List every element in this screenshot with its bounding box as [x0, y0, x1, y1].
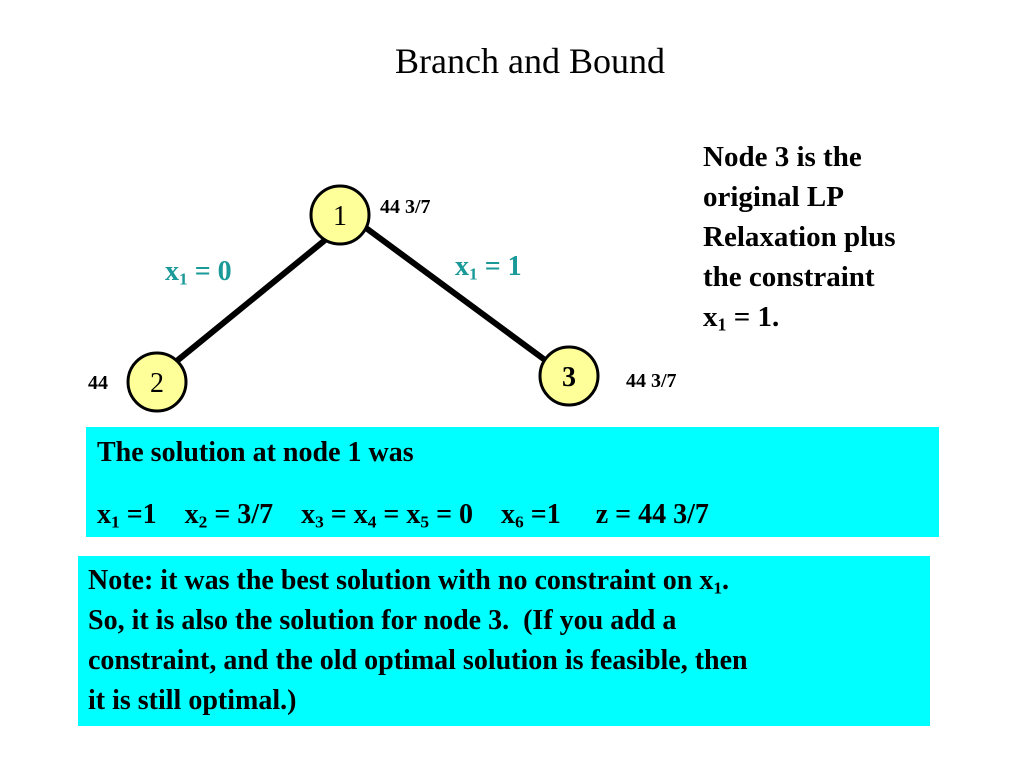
side-note-line: original LP [703, 181, 844, 213]
side-note-last-line: x1 = 1. [703, 301, 780, 335]
edge-label-x1-eq-0: x1 = 0 [165, 256, 232, 289]
solution-heading: The solution at node 1 was [97, 437, 414, 468]
edge-label-x1-eq-1: x1 = 1 [455, 251, 522, 284]
edge-label-rest: = 0 [187, 256, 232, 287]
node-1 [309, 184, 371, 246]
note-line-1: Note: it was the best solution with no c… [88, 565, 730, 598]
node-1-label: 1 [333, 201, 347, 232]
node-2-bound: 44 [88, 372, 108, 394]
edge-1-3 [363, 225, 548, 363]
edge-label-var: x [455, 251, 469, 282]
page-title: Branch and Bound [395, 41, 665, 81]
node-3-label: 3 [562, 362, 576, 393]
var-x2: x2 = 3/7 [184, 499, 274, 532]
edge-1-2 [175, 233, 333, 363]
node-2 [126, 351, 188, 413]
edge-label-rest: = 1 [477, 251, 522, 282]
side-note-line: Relaxation plus [703, 221, 896, 253]
edge-label-sub: 1 [179, 269, 188, 289]
note-line-3: constraint, and the old optimal solution… [88, 645, 748, 676]
side-note-line: Node 3 is the [703, 141, 862, 173]
side-note: Node 3 is the original LP Relaxation plu… [703, 137, 1003, 344]
note-line-2: So, it is also the solution for node 3. … [88, 605, 677, 636]
objective-value: z = 44 3/7 [595, 499, 709, 530]
var-x345: x3 = x4 = x5 = 0 [301, 499, 474, 532]
edge-label-sub: 1 [469, 264, 478, 284]
note-box: Note: it was the best solution with no c… [78, 556, 930, 726]
node-3 [538, 345, 600, 407]
solution-box: The solution at node 1 was x1 =1 x2 = 3/… [86, 427, 939, 537]
solution-values: x1 =1 x2 = 3/7 x3 = x4 = x5 = 0 x6 =1 z … [97, 499, 709, 532]
side-note-line: the constraint [703, 261, 875, 293]
node-3-bound: 44 3/7 [626, 370, 677, 392]
node-2-label: 2 [150, 368, 164, 399]
edge-label-var: x [165, 256, 179, 287]
var-x6: x6 =1 [501, 499, 561, 532]
note-line-4: it is still optimal.) [88, 685, 297, 716]
var-x1: x1 =1 [97, 499, 157, 532]
node-1-bound: 44 3/7 [380, 196, 431, 218]
